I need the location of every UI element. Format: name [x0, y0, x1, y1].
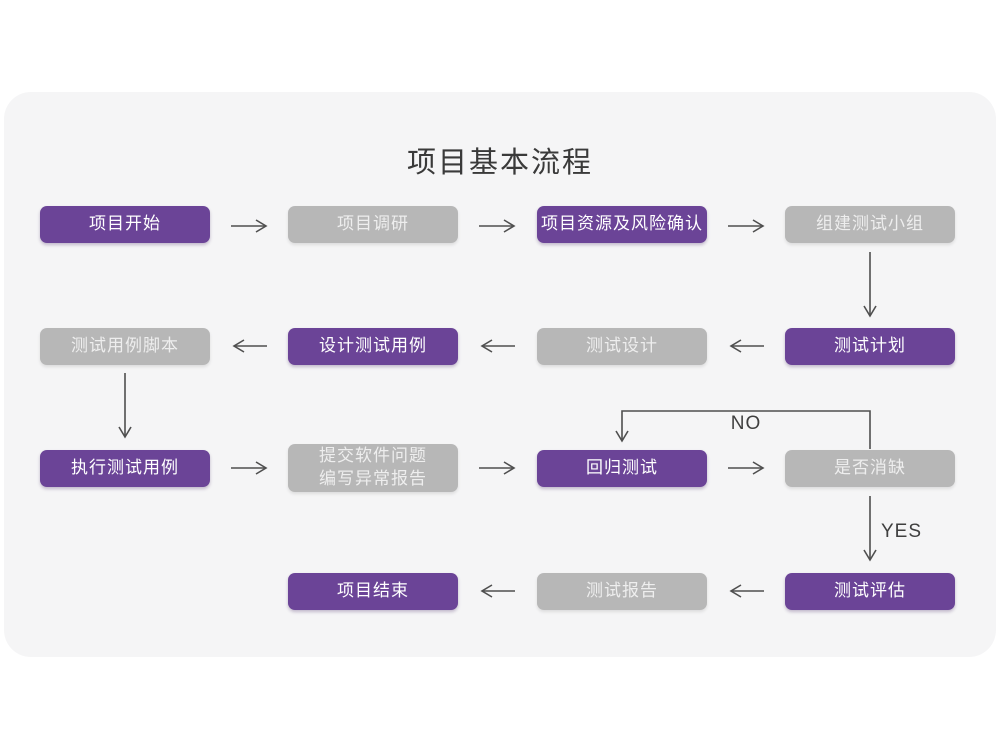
- flow-node-project-start: 项目开始: [40, 206, 210, 243]
- submit-issues-line2: 编写异常报告: [319, 469, 427, 488]
- flow-node-form-test-team: 组建测试小组: [785, 206, 955, 243]
- flow-node-submit-issues-report: 提交软件问题 编写异常报告: [288, 444, 458, 492]
- flow-node-project-end: 项目结束: [288, 573, 458, 610]
- flowchart-title: 项目基本流程: [406, 147, 593, 179]
- flow-node-test-evaluation: 测试评估: [785, 573, 955, 610]
- flow-node-execute-test-cases: 执行测试用例: [40, 450, 210, 487]
- flow-node-defect-cleared-check: 是否消缺: [785, 450, 955, 487]
- submit-issues-line1: 提交软件问题: [319, 446, 427, 466]
- flow-node-test-report: 测试报告: [537, 573, 707, 610]
- flow-node-project-resources-risk-confirm: 项目资源及风险确认: [537, 206, 707, 243]
- flow-node-design-test-cases: 设计测试用例: [288, 328, 458, 365]
- flow-node-test-plan: 测试计划: [785, 328, 955, 365]
- flow-node-test-design: 测试设计: [537, 328, 707, 365]
- no-branch-label: NO: [730, 413, 762, 434]
- flow-node-test-case-scripts: 测试用例脚本: [40, 328, 210, 365]
- yes-branch-label: YES: [881, 521, 923, 542]
- flowchart-card-background: [4, 92, 996, 657]
- flow-node-project-research: 项目调研: [288, 206, 458, 243]
- flow-node-regression-test: 回归测试: [537, 450, 707, 487]
